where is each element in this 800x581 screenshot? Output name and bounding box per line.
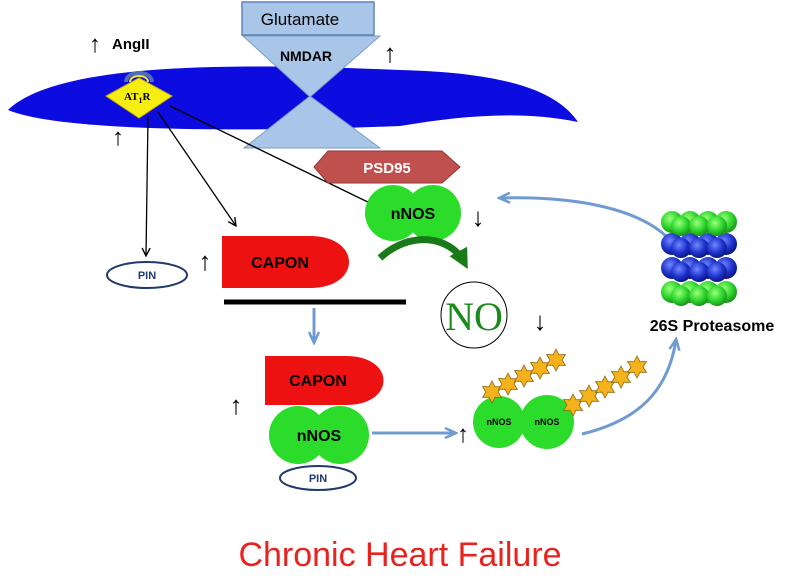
nnos-ub-2 xyxy=(520,395,574,449)
capon-bottom-label: CAPON xyxy=(289,373,347,390)
nmdar-upper-funnel xyxy=(241,35,382,98)
at1r-up-arrow: ↑ xyxy=(112,124,124,151)
nmdar-lower-funnel xyxy=(242,95,382,149)
nnos-complex-right-lobe xyxy=(311,406,369,464)
proteasome-subunit xyxy=(689,262,709,282)
nnos-ub-2-label: nNOS xyxy=(534,417,559,427)
cell-membrane xyxy=(8,66,578,130)
nnos-top-left-lobe xyxy=(365,185,421,241)
arrow-at1r-to-capon xyxy=(157,111,236,226)
ubiquitin-star xyxy=(610,365,632,389)
ubiquitin-chains xyxy=(481,348,648,417)
proteasome-subunit xyxy=(689,286,709,306)
nmdar-label: NMDAR xyxy=(280,48,332,64)
arrow-at1r-to-nnos xyxy=(169,105,376,206)
proteasome-subunit xyxy=(671,286,691,306)
proteasome-subunit xyxy=(707,262,727,282)
capon-top-up-arrow: ↑ xyxy=(199,246,212,276)
proteasome-subunit xyxy=(707,238,727,258)
proteasome-subunit xyxy=(689,238,709,258)
arrow-nnos-to-no xyxy=(377,236,468,270)
angii-up-arrow: ↑ xyxy=(89,31,101,58)
proteasome-subunit xyxy=(671,262,691,282)
capon-top xyxy=(222,236,349,288)
pin-left-label: PIN xyxy=(138,270,156,282)
arrow-proteasome-to-nnos xyxy=(500,198,670,240)
pin-bottom-label: PIN xyxy=(309,473,327,485)
ubiquitin-star xyxy=(626,355,648,379)
angii-label: AngII xyxy=(112,36,150,53)
psd95-hexagon xyxy=(313,150,461,184)
at1r-receptor xyxy=(105,77,173,119)
ubiquitin-star xyxy=(545,348,567,372)
pin-left xyxy=(106,261,188,289)
ubiquitin-star xyxy=(578,384,600,408)
psd95-label: PSD95 xyxy=(363,160,411,177)
arrow-nnos-to-proteasome xyxy=(581,340,676,436)
arrow-at1r-to-pin xyxy=(146,115,148,256)
nnos-top-label: nNOS xyxy=(391,206,436,223)
proteasome-subunit xyxy=(671,216,691,236)
no-label: NO xyxy=(445,294,503,339)
nnos-top-down-arrow: ↓ xyxy=(472,202,485,232)
nnos-complex-left-lobe xyxy=(269,406,327,464)
no-circle xyxy=(440,281,508,349)
nnos-top-right-lobe xyxy=(405,185,461,241)
figure-caption: Chronic Heart Failure xyxy=(238,536,562,574)
ubiquitin-star xyxy=(594,375,616,399)
pin-bottom xyxy=(279,465,357,491)
proteasome-subunit xyxy=(689,216,709,236)
nnos-ub-1-label: nNOS xyxy=(486,417,511,427)
proteasome-subunit xyxy=(671,238,691,258)
nnos-complex-label: nNOS xyxy=(297,428,342,445)
proteasome-subunit xyxy=(707,286,727,306)
proteasome-26s xyxy=(661,211,737,306)
proteasome-label: 26S Proteasome xyxy=(650,318,775,335)
ubiquitin-star xyxy=(513,364,535,388)
angii-ligand xyxy=(124,71,154,83)
glutamate-label: Glutamate xyxy=(261,10,339,29)
complex-up-arrow: ↑ xyxy=(230,390,243,420)
ubiquitin-star xyxy=(497,372,519,396)
nnos-ub-1 xyxy=(473,396,525,448)
ubiquitin-star xyxy=(529,356,551,380)
glutamate-box xyxy=(241,1,375,36)
at1r-label: AT1R xyxy=(124,91,151,105)
no-down-arrow: ↓ xyxy=(534,306,547,336)
ub-nnos-up-arrow: ↑ xyxy=(457,421,469,448)
capon-top-label: CAPON xyxy=(251,255,309,272)
proteasome-subunit xyxy=(707,216,727,236)
nmdar-up-arrow: ↑ xyxy=(384,38,397,68)
capon-bottom xyxy=(265,356,384,405)
